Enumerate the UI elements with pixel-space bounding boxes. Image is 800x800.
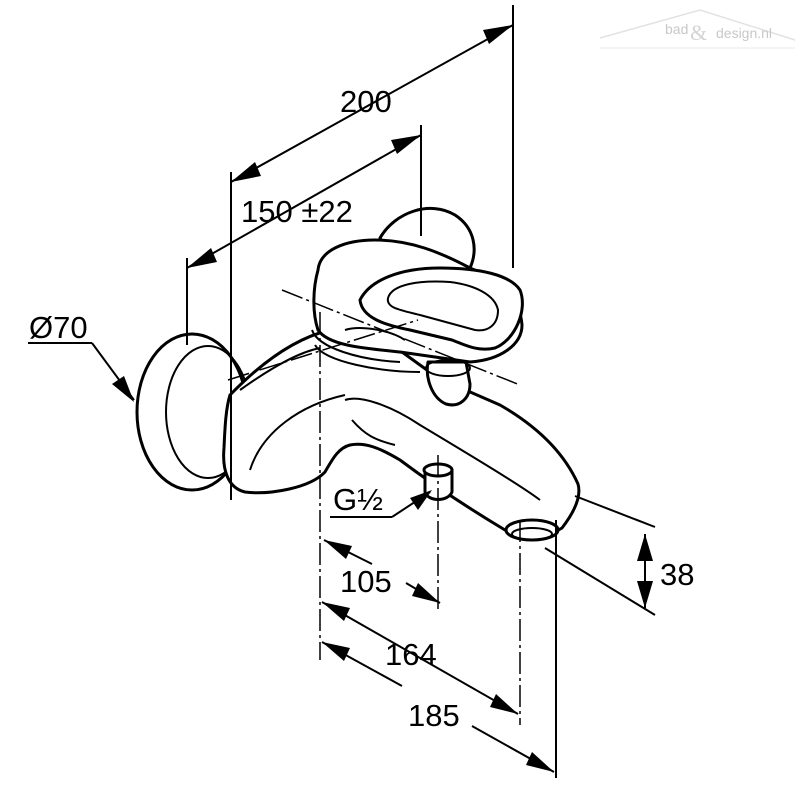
dimension-200: 200: [230, 24, 514, 183]
dimension-label-thread: G½: [333, 482, 383, 517]
spout-outlet: [504, 518, 560, 542]
dimension-164: 164: [321, 601, 519, 715]
faucet-illustration: [135, 206, 581, 542]
dimension-label-164: 164: [385, 637, 437, 672]
dimension-label-38: 38: [660, 557, 694, 592]
dimension-label-105: 105: [340, 564, 392, 599]
lever-handle-opening: [386, 280, 500, 332]
dimension-label-185: 185: [408, 698, 460, 733]
dimension-label-200: 200: [340, 84, 392, 119]
watermark-ampersand: &: [690, 20, 707, 45]
watermark: bad & design.nl: [599, 9, 796, 49]
faucet-body: [222, 328, 581, 538]
centre-lines: [227, 289, 521, 725]
watermark-text-right: design.nl: [716, 25, 772, 41]
watermark-text-left: bad: [665, 21, 688, 37]
dimension-label-diameter: Ø70: [29, 310, 88, 345]
dimension-diameter-70: Ø70: [28, 310, 135, 402]
lever-handle: [358, 266, 524, 351]
dimension-38: 38: [637, 534, 694, 608]
dimension-105: 105: [323, 539, 441, 604]
dimension-185: 185: [321, 641, 555, 773]
extension-lines: [186, 5, 656, 778]
dimension-150: 150 ±22: [186, 134, 422, 269]
dimension-thread: G½: [330, 482, 432, 518]
dimension-label-150: 150 ±22: [241, 194, 353, 229]
lever-stem: [425, 360, 472, 407]
